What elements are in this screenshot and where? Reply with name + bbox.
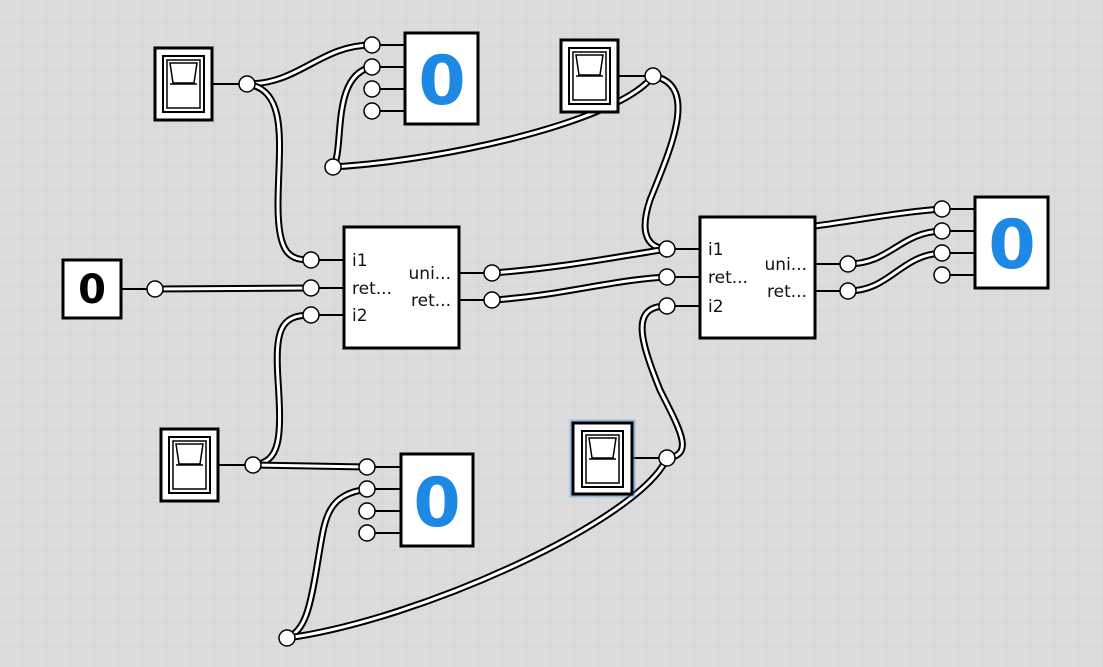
- connector-node[interactable]: [363, 58, 381, 76]
- wire[interactable]: [246, 80, 312, 264]
- connector-node[interactable]: [933, 200, 951, 218]
- connector-node[interactable]: [658, 297, 676, 315]
- connector-node[interactable]: [483, 264, 501, 282]
- hex-display-value: 0: [988, 206, 1035, 285]
- toggle-switch-3[interactable]: [159, 427, 220, 503]
- gate-a-input-label-i2: i2: [352, 306, 368, 326]
- wire[interactable]: [641, 72, 682, 253]
- connector-node[interactable]: [324, 158, 342, 176]
- connector-node[interactable]: [278, 629, 296, 647]
- hex-display-right[interactable]: 0: [973, 195, 1050, 290]
- gate-a-input-label-i1: i1: [352, 251, 368, 271]
- wire[interactable]: [847, 227, 943, 268]
- connector-node[interactable]: [839, 282, 857, 300]
- constant-block[interactable]: 0: [61, 258, 123, 320]
- toggle-switch-4-selected[interactable]: [569, 419, 636, 498]
- hex-display-top[interactable]: 0: [403, 31, 480, 126]
- connector-node[interactable]: [363, 80, 381, 98]
- gate-a-output-label-ret: ret...: [411, 291, 451, 311]
- connector-node[interactable]: [358, 458, 376, 476]
- gate-b[interactable]: i1 ret... i2 uni... ret...: [698, 215, 817, 340]
- gate-b-input-label-ret: ret...: [708, 268, 748, 288]
- constant-value: 0: [78, 267, 106, 313]
- wire[interactable]: [332, 73, 656, 171]
- wire[interactable]: [491, 245, 668, 277]
- wire[interactable]: [491, 273, 668, 304]
- wire[interactable]: [246, 41, 373, 88]
- toggle-switch-icon: [168, 436, 211, 494]
- connector-node[interactable]: [146, 280, 164, 298]
- wire[interactable]: [252, 461, 368, 471]
- gate-b-input-label-i2: i2: [708, 297, 724, 317]
- wire[interactable]: [847, 249, 943, 295]
- gate-b-input-label-i1: i1: [708, 240, 724, 260]
- connector-node[interactable]: [644, 67, 662, 85]
- toggle-switch-icon: [568, 47, 611, 105]
- toggle-switch-icon: [581, 430, 624, 488]
- connector-node[interactable]: [933, 222, 951, 240]
- hex-display-bottom[interactable]: 0: [399, 452, 475, 548]
- toggle-switch-1[interactable]: [153, 46, 214, 122]
- hex-display-value: 0: [413, 464, 460, 543]
- connector-node[interactable]: [244, 456, 262, 474]
- connector-node[interactable]: [358, 502, 376, 520]
- connector-node[interactable]: [658, 268, 676, 286]
- toggle-switch-2[interactable]: [559, 38, 620, 114]
- hex-display-value: 0: [418, 42, 465, 121]
- wire[interactable]: [252, 311, 312, 469]
- gate-b-output-label-uni: uni...: [765, 255, 807, 275]
- connector-node[interactable]: [238, 75, 256, 93]
- connector-node[interactable]: [302, 279, 320, 297]
- connector-node[interactable]: [933, 244, 951, 262]
- connector-node[interactable]: [933, 266, 951, 284]
- connector-node[interactable]: [363, 102, 381, 120]
- connector-node[interactable]: [839, 255, 857, 273]
- connector-node[interactable]: [358, 480, 376, 498]
- connector-node[interactable]: [658, 449, 676, 467]
- connector-node[interactable]: [658, 240, 676, 258]
- connector-node[interactable]: [483, 291, 501, 309]
- toggle-switch-icon: [162, 55, 205, 113]
- wire[interactable]: [638, 302, 686, 462]
- connector-node[interactable]: [363, 36, 381, 54]
- gate-a-input-label-ret: ret...: [352, 279, 392, 299]
- connector-nodes: [146, 36, 951, 647]
- wire[interactable]: [154, 284, 312, 293]
- gate-b-output-label-ret: ret...: [767, 282, 807, 302]
- wire[interactable]: [286, 456, 671, 642]
- gate-a[interactable]: i1 ret... i2 uni... ret...: [342, 225, 461, 350]
- wire[interactable]: [285, 485, 368, 642]
- gate-a-output-label-uni: uni...: [409, 264, 451, 284]
- wire[interactable]: [814, 205, 943, 230]
- connector-node[interactable]: [302, 306, 320, 324]
- connector-node[interactable]: [302, 251, 320, 269]
- connector-node[interactable]: [358, 524, 376, 542]
